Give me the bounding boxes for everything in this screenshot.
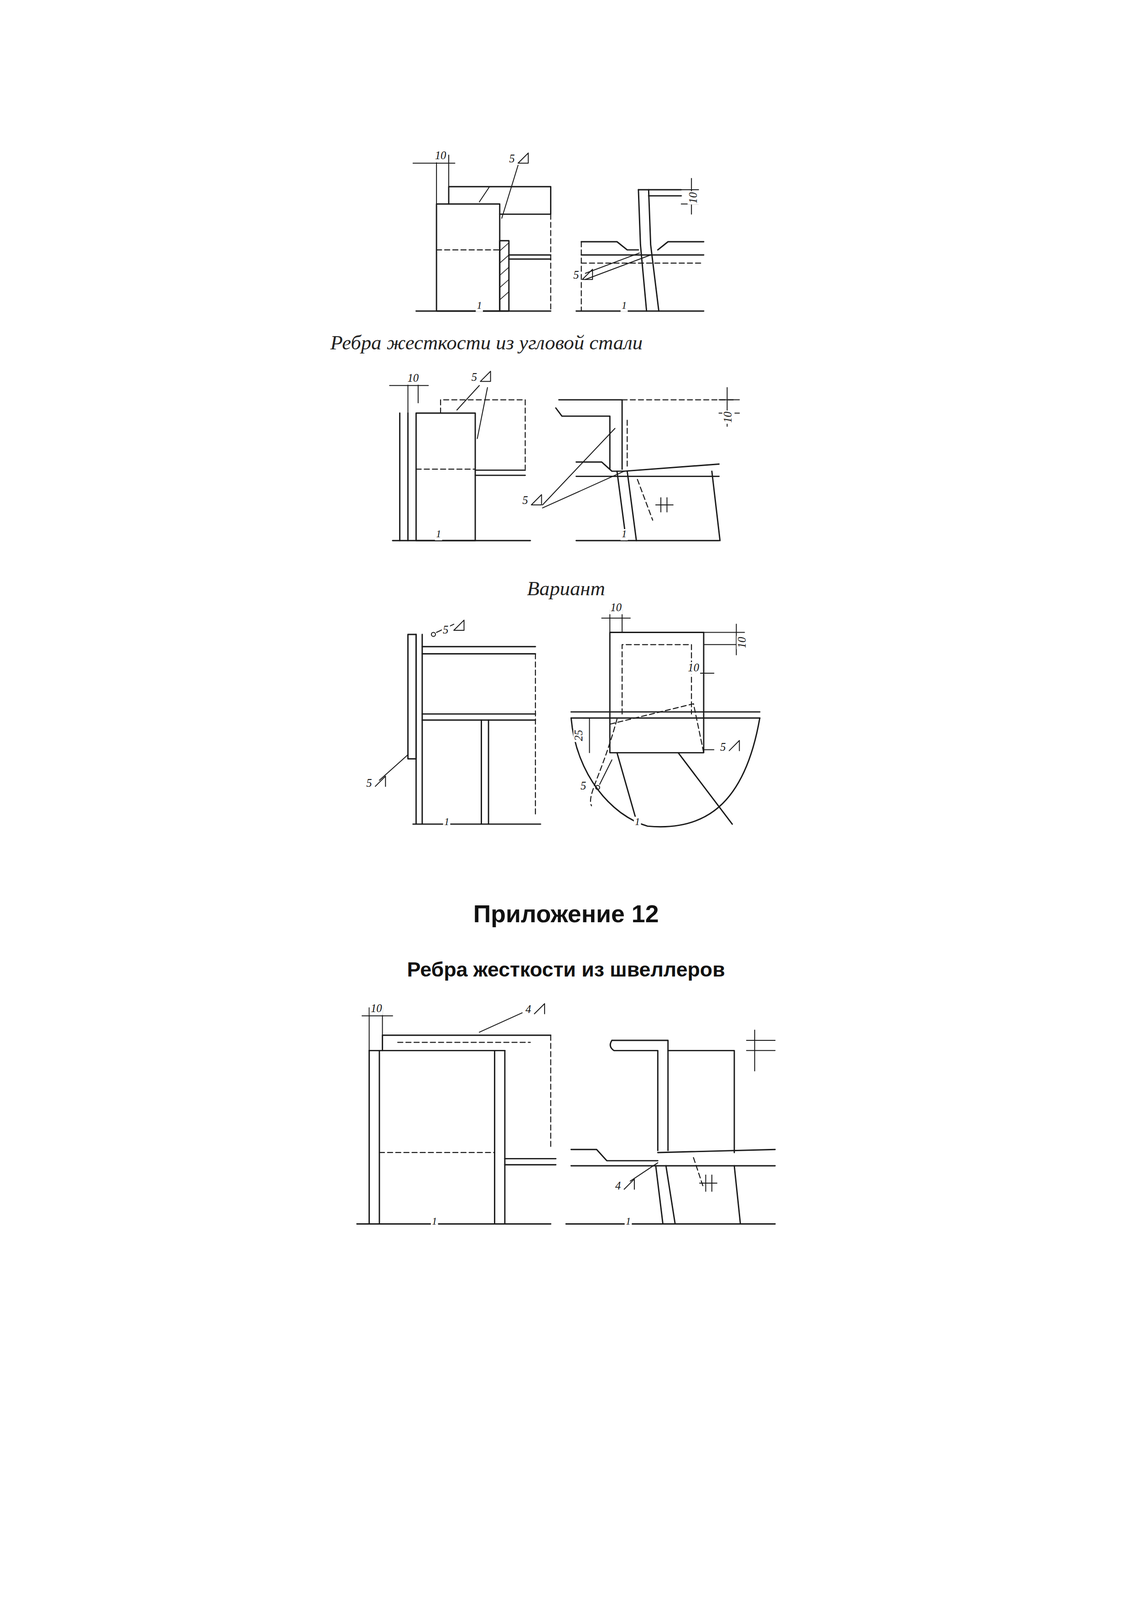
section-caption: Вариант xyxy=(525,577,607,600)
dimension-label: 4 xyxy=(614,1180,623,1193)
dimension-label: 5 xyxy=(579,780,588,793)
dimension-label: 1 xyxy=(620,300,628,312)
dimension-label: 1 xyxy=(475,300,483,312)
dimension-label: 10 xyxy=(687,191,700,205)
variant-section xyxy=(570,609,760,827)
dimension-label: 1 xyxy=(443,816,451,828)
dimension-label: 10 xyxy=(686,662,701,675)
dimension-label: 10 xyxy=(609,601,623,614)
channel-stiffener-section xyxy=(565,1030,775,1225)
dimension-label: 1 xyxy=(633,816,642,828)
dimension-label: 5 xyxy=(719,741,727,754)
angle-stiffener-side-view xyxy=(389,377,531,541)
dimension-label: 5 xyxy=(441,624,450,637)
dimension-label: 4 xyxy=(524,1003,533,1016)
appendix-heading: Приложение 12 xyxy=(472,901,660,927)
angle-stiffener-section xyxy=(575,178,704,312)
section-caption: Ребра жесткости из угловой стали xyxy=(329,332,644,354)
dimension-label: 1 xyxy=(624,1216,633,1227)
dimension-label: 5 xyxy=(572,269,581,282)
channel-stiffener-side-view xyxy=(357,1007,556,1224)
dimension-label: 5 xyxy=(470,371,478,384)
dimension-label: 10 xyxy=(722,410,735,424)
dimension-label: 10 xyxy=(406,372,420,385)
angle-stiffener-section xyxy=(542,387,740,541)
angle-stiffener-side-view xyxy=(413,155,551,312)
section-caption: Ребра жесткости из швеллеров xyxy=(405,959,727,981)
dimension-label: 5 xyxy=(365,777,374,790)
variant-side-view xyxy=(379,624,541,825)
dimension-label: 1 xyxy=(620,529,628,540)
dimension-label: 5 xyxy=(521,494,530,507)
dimension-label: 10 xyxy=(736,635,749,649)
dimension-label: 5 xyxy=(508,153,516,166)
dimension-label: 10 xyxy=(434,150,448,162)
dimension-label: 1 xyxy=(430,1216,439,1227)
dimension-label: 25 xyxy=(573,728,586,742)
dimension-label: 10 xyxy=(369,1002,384,1015)
dimension-label: 1 xyxy=(435,529,443,540)
